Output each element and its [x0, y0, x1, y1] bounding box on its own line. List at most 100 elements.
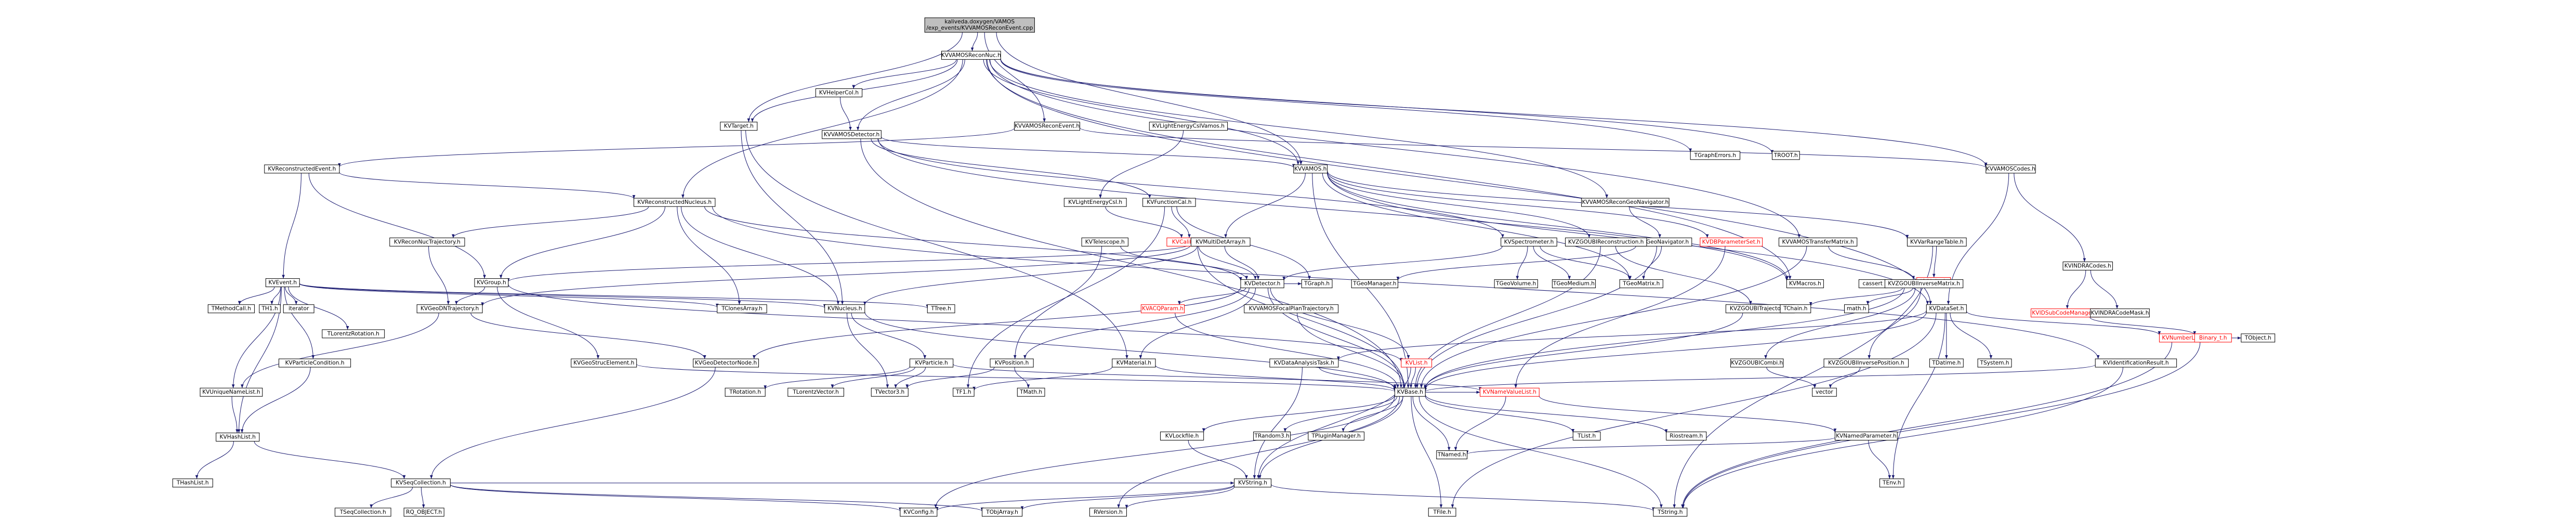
- include-node[interactable]: KVGeoDetectorNode.h: [693, 358, 759, 368]
- include-node[interactable]: TObjArray.h: [981, 508, 1023, 517]
- include-node[interactable]: TGeoMatrix.h: [1619, 279, 1663, 289]
- include-edge: [894, 367, 926, 388]
- include-node[interactable]: KVString.h: [1234, 478, 1272, 488]
- include-edge: [1267, 288, 1406, 388]
- include-node[interactable]: TGraphErrors.h: [1690, 151, 1741, 160]
- include-node[interactable]: KVReconNucTrajectory.h: [389, 237, 465, 246]
- include-node[interactable]: KVVAMOSTransferMatrix.h: [1778, 237, 1858, 246]
- include-node[interactable]: KVVAMOSFocalPlanTrajectory.h: [1244, 304, 1339, 314]
- include-node[interactable]: KVVAMOSReconEvent.h: [1014, 122, 1080, 131]
- include-node[interactable]: TDatime.h: [1929, 358, 1964, 368]
- include-node[interactable]: KVTarget.h: [720, 122, 758, 131]
- include-node[interactable]: TGeoMedium.h: [1552, 279, 1596, 289]
- include-node[interactable]: TNamed.h: [1436, 450, 1468, 460]
- include-node[interactable]: KVGeoStrucElement.h: [571, 358, 637, 368]
- include-node[interactable]: KVZGOUBIInverseMatrix.h: [1884, 279, 1964, 289]
- include-node[interactable]: TTree.h: [927, 304, 955, 314]
- include-node[interactable]: TClonesArray.h: [717, 304, 767, 314]
- include-node[interactable]: KVLockfile.h: [1160, 431, 1204, 440]
- include-node[interactable]: KVParticleCondition.h: [279, 358, 351, 368]
- include-node[interactable]: KVList.h: [1401, 358, 1432, 368]
- include-node[interactable]: KVINDRACodeMask.h: [2090, 308, 2150, 318]
- include-node[interactable]: KVVarRangeTable.h: [1907, 237, 1967, 246]
- include-node[interactable]: TGeoVolume.h: [1494, 279, 1538, 289]
- include-node[interactable]: KVZGOUBIInversePosition.h: [1823, 358, 1909, 368]
- include-node[interactable]: KVZGOUBIReconstruction.h: [1565, 237, 1647, 246]
- node-box: [1140, 304, 1185, 314]
- include-node[interactable]: KVParticle.h: [909, 358, 954, 368]
- include-node[interactable]: RQ_OBJECT.h: [403, 508, 444, 517]
- include-node[interactable]: KVNameValueList.h: [1480, 387, 1540, 397]
- include-node[interactable]: math.h: [1844, 304, 1869, 314]
- include-node[interactable]: TVector3.h: [871, 387, 909, 397]
- include-node[interactable]: iterator: [283, 304, 314, 314]
- include-node[interactable]: KVDataSet.h: [1926, 304, 1967, 314]
- include-node[interactable]: KVLightEnergyCsIVamos.h: [1149, 122, 1228, 131]
- include-node[interactable]: KVGeoDNTrajectory.h: [416, 304, 483, 314]
- include-node[interactable]: RVersion.h: [1089, 508, 1127, 517]
- include-node[interactable]: Binary_t.h: [2194, 333, 2232, 343]
- include-node[interactable]: KVUniqueNameList.h: [200, 387, 263, 397]
- include-node[interactable]: KVEvent.h: [265, 278, 300, 288]
- include-node[interactable]: KVGroup.h: [474, 278, 509, 288]
- include-node[interactable]: KVIdentificationResult.h: [2095, 358, 2177, 368]
- include-node[interactable]: TGraph.h: [1301, 279, 1333, 289]
- include-node[interactable]: TF1.h: [953, 387, 975, 397]
- include-node[interactable]: TMethodCall.h: [207, 304, 255, 314]
- include-node[interactable]: KVVAMOSReconGeoNavigator.h: [1581, 198, 1670, 207]
- include-node[interactable]: KVACQParam.h: [1140, 304, 1185, 314]
- include-node[interactable]: cassert: [1858, 279, 1887, 289]
- include-node[interactable]: KVHashList.h: [216, 432, 260, 442]
- include-node[interactable]: THashList.h: [172, 478, 213, 488]
- include-node[interactable]: KVDetector.h: [1240, 279, 1284, 289]
- include-node[interactable]: KVZGOUBITrajectory.h: [1725, 304, 1795, 314]
- include-edge: [1533, 246, 1571, 280]
- include-node[interactable]: TFile.h: [1428, 508, 1456, 517]
- include-node[interactable]: KVVAMOSDetector.h: [822, 130, 882, 139]
- include-node[interactable]: TMath.h: [1017, 387, 1045, 397]
- include-node[interactable]: TGeoManager.h: [1351, 279, 1398, 289]
- include-node[interactable]: KVVAMOSCodes.h: [1986, 164, 2036, 174]
- include-node[interactable]: KVIDSubCodeManager.h: [2030, 308, 2100, 318]
- include-node[interactable]: KVFunctionCal.h: [1142, 198, 1196, 207]
- include-node[interactable]: KVINDRACodes.h: [2062, 262, 2113, 270]
- include-node[interactable]: KVHelperCol.h: [815, 88, 863, 98]
- include-node[interactable]: TROOT.h: [1771, 151, 1800, 160]
- include-node[interactable]: KVMacros.h: [1786, 279, 1824, 289]
- include-node[interactable]: KVNucleus.h: [824, 304, 865, 314]
- include-node[interactable]: KVSeqCollection.h: [391, 478, 451, 488]
- include-label: TString.h: [1657, 509, 1683, 515]
- include-node[interactable]: TRotation.h: [725, 387, 766, 397]
- include-node[interactable]: KVDBParameterSet.h: [1700, 237, 1763, 246]
- include-node[interactable]: TLorentzVector.h: [787, 387, 844, 397]
- include-node[interactable]: KVTelescope.h: [1081, 237, 1128, 246]
- include-node[interactable]: vector: [1812, 387, 1837, 397]
- include-node[interactable]: KVZGOUBICombi.h: [1730, 358, 1784, 368]
- include-node[interactable]: KVLightEnergyCsI.h: [1063, 198, 1127, 207]
- include-node[interactable]: TPluginManager.h: [1308, 431, 1364, 440]
- include-node[interactable]: KVVAMOSReconNuc.h: [941, 50, 1001, 60]
- include-node[interactable]: KVConfig.h: [900, 508, 938, 517]
- include-node[interactable]: KVSpectrometer.h: [1501, 237, 1557, 246]
- root-file-node[interactable]: kaliveda.doxygen/VAMOS/exp_events/KVVAMO…: [924, 17, 1035, 33]
- include-node[interactable]: KVPosition.h: [990, 358, 1034, 368]
- include-node[interactable]: TSeqCollection.h: [334, 508, 391, 517]
- include-node[interactable]: KVBase.h: [1394, 387, 1426, 397]
- include-node[interactable]: Riostream.h: [1666, 431, 1707, 440]
- include-node[interactable]: KVReconstructedEvent.h: [264, 164, 340, 174]
- include-node[interactable]: TChain.h: [1780, 304, 1811, 314]
- include-node[interactable]: TH1.h: [259, 304, 281, 314]
- include-node[interactable]: KVMaterial.h: [1112, 358, 1156, 368]
- include-node[interactable]: TList.h: [1572, 431, 1601, 440]
- include-node[interactable]: TString.h: [1653, 508, 1688, 517]
- include-node[interactable]: KVDataAnalysisTask.h: [1269, 358, 1339, 368]
- include-node[interactable]: TRandom3.h: [1253, 431, 1291, 440]
- include-node[interactable]: TObject.h: [2241, 333, 2276, 343]
- include-node[interactable]: KVVAMOS.h: [1293, 164, 1328, 174]
- include-node[interactable]: TSystem.h: [1977, 358, 2012, 368]
- include-node[interactable]: KVMultiDetArray.h: [1190, 237, 1251, 246]
- include-node[interactable]: TLorentzRotation.h: [322, 329, 385, 339]
- include-node[interactable]: KVNamedParameter.h: [1834, 431, 1898, 440]
- include-node[interactable]: TEnv.h: [1879, 478, 1904, 488]
- include-node[interactable]: KVReconstructedNucleus.h: [634, 198, 716, 207]
